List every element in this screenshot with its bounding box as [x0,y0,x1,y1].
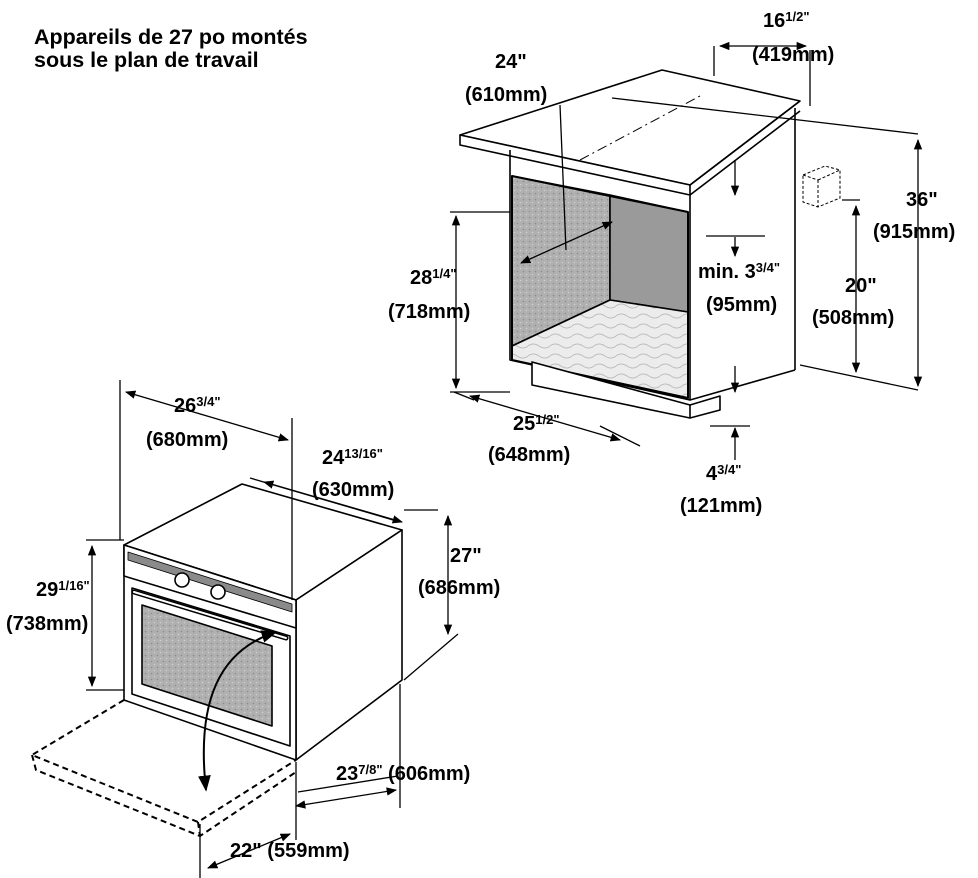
oven-front-height-mm: (738mm) [6,613,88,635]
control-panel-stripe [127,551,293,613]
door-open-depth-label: 237/8" (606mm) [336,762,470,785]
outlet-height-mm: (508mm) [812,307,894,329]
oven-depth-mm: (630mm) [312,479,394,501]
door-open-depth-mm: (606mm) [383,763,471,785]
diagram-title: Appareils de 27 po montés sous le plan d… [34,26,308,72]
cutout-frame [511,175,689,399]
door-depth-label: 22" (559mm) [230,840,350,862]
outlet-height-label: 20" [845,275,877,297]
cutout-height-mm: (718mm) [388,301,470,323]
oven-height-label: 27" [450,545,482,567]
cutout-height-label: 281/4" [410,266,457,289]
oven-dimension-lines [86,380,459,878]
oven-knob-right [210,584,226,600]
oven-depth-label: 2413/16" [322,446,383,469]
cabinet-top-width-mm: (419mm) [752,44,834,66]
cabinet-height-label: 36" [906,189,938,211]
title-line-1: Appareils de 27 po montés [34,25,308,49]
cutout-width-mm: (648mm) [488,444,570,466]
oven-width-label: 263/4" [174,394,221,417]
oven-drawing [123,483,403,761]
top-gap-mm: (95mm) [706,294,777,316]
title-line-2: sous le plan de travail [34,48,259,72]
cabinet-depth-mm: (610mm) [465,84,547,106]
oven-width-mm: (680mm) [146,429,228,451]
cabinet-depth-label: 24" [495,51,527,73]
outlet-box [802,165,841,208]
cabinet-dimension-lines [450,41,923,460]
oven-height-mm: (686mm) [418,577,500,599]
toe-kick-mm: (121mm) [680,495,762,517]
cutout-width-label: 251/2" [513,412,560,435]
oven-front-height-label: 291/16" [36,578,90,601]
cabinet-top-width-label: 161/2" [763,9,810,32]
door-swing-arrow [198,630,278,792]
cutout-back-wall [609,194,689,313]
oven-knob-left [174,572,190,588]
cabinet-drawing [459,69,841,419]
toe-kick-label: 43/4" [706,462,741,485]
cabinet-height-mm: (915mm) [873,221,955,243]
top-gap-label: min. 33/4" [698,260,780,283]
